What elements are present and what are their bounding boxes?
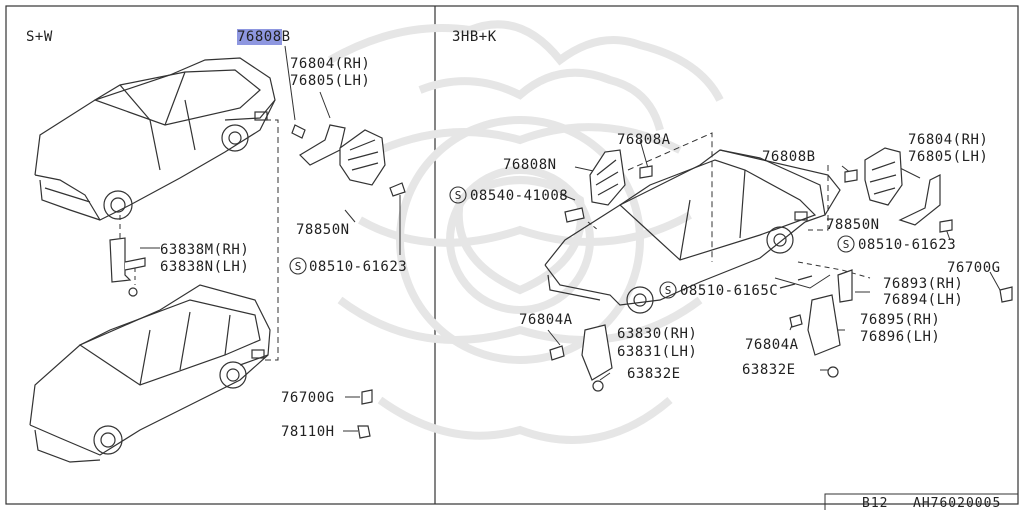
svg-text:S: S (295, 260, 302, 273)
callout-63838n-lh[interactable]: 63838N(LH) (160, 259, 250, 275)
right-leader-lines (547, 132, 1001, 381)
footer-code: AH76020005 (913, 496, 1002, 511)
circled-s-glyphs: S S S S (295, 189, 850, 297)
circled-s-icon (449, 186, 467, 204)
sedan-car (34, 57, 276, 221)
callout-76808b-right[interactable]: 76808B (762, 149, 816, 165)
callout-76805-lh[interactable]: 76805(LH) (290, 73, 371, 89)
svg-text:S: S (665, 284, 672, 297)
callout-76893-rh[interactable]: 76893(RH) (883, 276, 964, 292)
callout-08510-61623-right[interactable]: 08510-61623 (858, 237, 957, 253)
callout-76896-lh[interactable]: 76896(LH) (860, 329, 941, 345)
left-leader-lines (119, 45, 401, 432)
circled-s-icons (289, 186, 855, 299)
svg-text:S: S (843, 238, 850, 251)
circled-s-icon (837, 235, 855, 253)
callout-76805-lh-right[interactable]: 76805(LH) (908, 149, 989, 165)
callout-78850n[interactable]: 78850N (296, 222, 350, 238)
callout-63831-lh[interactable]: 63831(LH) (617, 344, 698, 360)
callout-63832e-right[interactable]: 63832E (742, 362, 796, 378)
callout-76700g[interactable]: 76700G (281, 390, 335, 406)
footer-box (824, 493, 1018, 510)
callout-76804-rh[interactable]: 76804(RH) (290, 56, 371, 72)
right-panel-title: 3HB+K (452, 29, 497, 45)
callout-76808n[interactable]: 76808N (503, 157, 557, 173)
callout-highlight: 76808 (237, 29, 282, 45)
frame-border (5, 5, 1019, 505)
callout-76700g-right[interactable]: 76700G (947, 260, 1001, 276)
left-panel-title: S+W (26, 29, 53, 45)
callout-08540-41008[interactable]: 08540-41008 (470, 188, 569, 204)
callout-76808b[interactable]: 76808B (237, 29, 291, 45)
right-parts (549, 147, 1013, 392)
wagon-car (29, 284, 271, 463)
hatchback-car (544, 149, 841, 314)
callout-78850n-right[interactable]: 78850N (826, 217, 880, 233)
callout-63830-rh[interactable]: 63830(RH) (617, 326, 698, 342)
callout-63832e-left[interactable]: 63832E (627, 366, 681, 382)
callout-08510-6165c[interactable]: 08510-6165C (680, 283, 779, 299)
callout-76895-rh[interactable]: 76895(RH) (860, 312, 941, 328)
callout-78110h[interactable]: 78110H (281, 424, 335, 440)
watermark-crest (328, 20, 724, 444)
svg-text:S: S (455, 189, 462, 202)
callout-08510-61623[interactable]: 08510-61623 (309, 259, 408, 275)
callout-76804-rh-right[interactable]: 76804(RH) (908, 132, 989, 148)
callout-76894-lh[interactable]: 76894(LH) (883, 292, 964, 308)
circled-s-icon (289, 257, 307, 275)
callout-76804a-right[interactable]: 76804A (745, 337, 799, 353)
callout-76808a[interactable]: 76808A (617, 132, 671, 148)
callout-suffix: B (281, 29, 291, 45)
circled-s-icon (659, 281, 677, 299)
footer-section: B12 (862, 496, 889, 511)
callout-76804a-left[interactable]: 76804A (519, 312, 573, 328)
callout-63838m-rh[interactable]: 63838M(RH) (160, 242, 250, 258)
left-parts (109, 124, 406, 439)
